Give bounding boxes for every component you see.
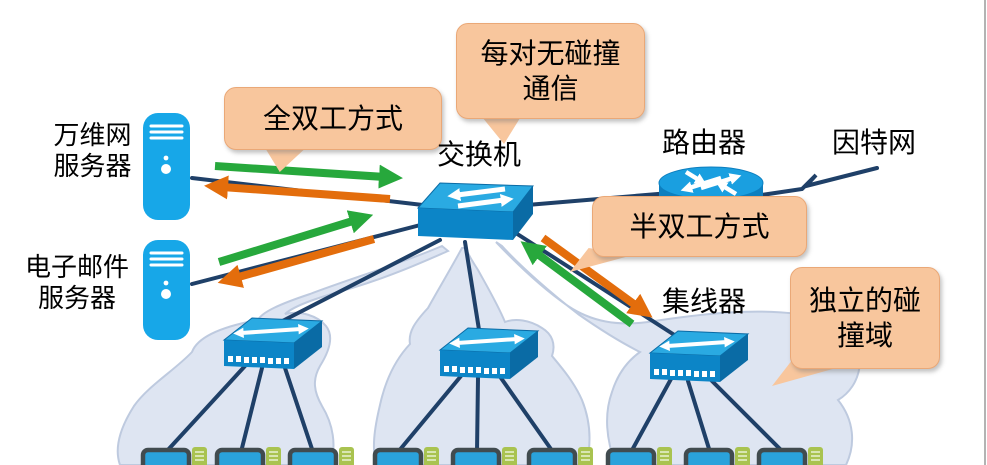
link-switch-hub1 (263, 238, 442, 332)
switch-icon (416, 182, 534, 240)
hub-label: 集线器 (662, 286, 747, 317)
link-switch-router (513, 191, 672, 208)
www-server-label-line2: 服务器 (53, 151, 132, 182)
computer-icon (140, 447, 207, 465)
collision-domain-callout-line1: 独立的碰 (808, 285, 921, 316)
link-hub2-pc3 (499, 376, 555, 454)
computer-icon (756, 447, 823, 465)
hub-arrow (659, 336, 735, 352)
link-hub3-pc1 (629, 377, 673, 454)
computer-icon (372, 447, 439, 465)
link-hub1-pc1 (164, 364, 247, 454)
computer-icon (450, 447, 517, 465)
server-vents (149, 124, 184, 140)
no-collision-callout-line1: 每对无碰撞 (480, 38, 621, 69)
network-links (164, 166, 879, 454)
email-server-icon (143, 240, 190, 340)
switch-label: 交换机 (437, 139, 522, 170)
computer-icon (214, 447, 281, 465)
hub-arrow (233, 323, 309, 339)
link-hub2-pc1 (396, 374, 463, 454)
server-vents (149, 251, 184, 267)
slide-right-edge (984, 0, 986, 465)
link-hub3-pc3 (709, 378, 785, 454)
full-duplex-send-arrow (214, 162, 403, 189)
email-send-arrow (217, 210, 374, 266)
link-hub2-pc2 (475, 376, 480, 454)
workstations (140, 447, 823, 465)
traffic-arrows (204, 162, 653, 328)
computer-icon (526, 447, 593, 465)
collision-domain-callout-line2: 撞域 (836, 320, 893, 351)
no-collision-callout: 每对无碰撞 通信 (456, 23, 645, 119)
collision-domain-callout: 独立的碰 撞域 (790, 267, 940, 369)
link-switch-hub2 (463, 240, 482, 338)
link-hub1-pc2 (239, 366, 264, 454)
internet-label: 因特网 (832, 127, 917, 158)
computer-icon (605, 447, 672, 465)
email-receive-arrow (217, 235, 376, 288)
hub-arrow (449, 333, 525, 349)
email-server-label-line2: 服务器 (37, 283, 116, 314)
computer-icon (683, 447, 750, 465)
link-hub1-pc3 (283, 366, 315, 454)
hub-icon-2 (438, 327, 540, 379)
half-duplex-callout-text: 半双工方式 (629, 211, 770, 242)
full-duplex-receive-arrow (204, 175, 391, 203)
router-label: 路由器 (662, 127, 747, 158)
www-server-label-line1: 万维网 (53, 120, 132, 150)
hub-ports (444, 366, 505, 374)
www-server-icon (143, 113, 190, 220)
hub-icon-3 (648, 330, 750, 382)
link-hub3-pc2 (686, 379, 712, 454)
hub-ports (654, 369, 715, 377)
full-duplex-callout-text: 全双工方式 (262, 103, 403, 134)
no-collision-callout-line2: 通信 (522, 73, 579, 104)
www-server-label: 万维网 服务器 (40, 120, 145, 182)
email-server-label: 电子邮件 服务器 (14, 252, 140, 314)
half-duplex-callout: 半双工方式 (592, 196, 807, 257)
computer-icon (287, 447, 354, 465)
full-duplex-callout: 全双工方式 (224, 87, 442, 150)
email-server-label-line1: 电子邮件 (24, 252, 129, 282)
router-arrows (680, 170, 742, 196)
switch-arrows (447, 186, 514, 209)
half-duplex-down-arrow (540, 234, 653, 318)
half-duplex-up-arrow (520, 241, 635, 328)
hub-icon-1 (222, 317, 324, 369)
hub-ports (228, 356, 289, 364)
link-router-internet (753, 166, 879, 198)
